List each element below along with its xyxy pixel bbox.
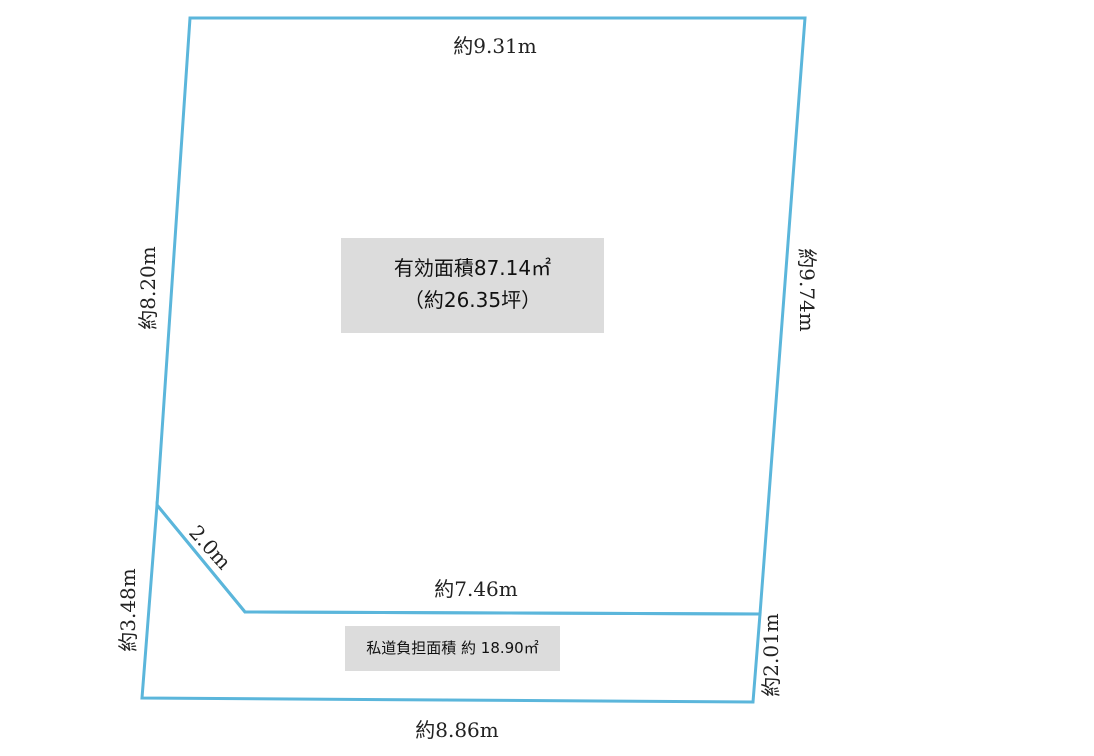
dim-left-upper: 約8.20m bbox=[136, 246, 160, 330]
effective-area-label: 有効面積87.14㎡ （約26.35坪） bbox=[341, 238, 604, 333]
dim-inner-bottom: 約7.46m bbox=[434, 577, 518, 601]
effective-area-line1: 有効面積87.14㎡ bbox=[393, 256, 552, 280]
dim-right-lower: 約2.01m bbox=[759, 613, 783, 697]
dim-right-upper: 約9.74m bbox=[795, 248, 819, 332]
private-road-area-label: 私道負担面積 約 18.90㎡ bbox=[345, 626, 560, 671]
effective-area-line2: （約26.35坪） bbox=[403, 288, 542, 312]
dim-top: 約9.31m bbox=[453, 34, 537, 58]
dim-bottom: 約8.86m bbox=[415, 718, 499, 742]
dim-left-lower: 約3.48m bbox=[116, 568, 140, 652]
private-road-boundary bbox=[140, 501, 762, 704]
